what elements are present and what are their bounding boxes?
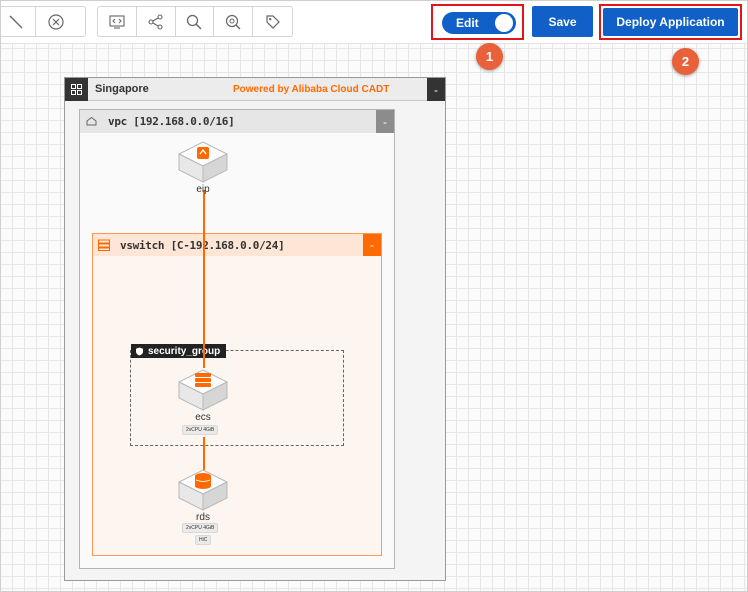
edit-toggle-label: Edit xyxy=(456,16,479,30)
security-group-label: security_group xyxy=(131,344,227,358)
close-circle-icon xyxy=(47,13,64,30)
rds-node-label: rds xyxy=(196,512,210,523)
rds-node[interactable] xyxy=(177,468,229,512)
shield-icon xyxy=(136,347,143,355)
security-group-title: security_group xyxy=(148,345,221,357)
grid-icon xyxy=(65,78,88,101)
delete-tool-button[interactable] xyxy=(36,7,75,36)
rds-mem-tag: 4GiB xyxy=(203,525,215,531)
rds-spec-tag: 2vCPU 4GiB xyxy=(182,523,219,533)
vpc-title: vpc [192.168.0.0/16] xyxy=(108,115,235,128)
vswitch-title: vswitch [C-192.168.0.0/24] xyxy=(120,239,285,252)
database-icon xyxy=(177,469,229,511)
line-icon xyxy=(9,15,23,28)
link-ecs-rds[interactable] xyxy=(203,437,205,471)
link-eip-ecs[interactable] xyxy=(203,190,205,368)
region-header: Singapore Powered by Alibaba Cloud CADT … xyxy=(65,78,445,101)
share-icon xyxy=(148,13,163,30)
switch-icon xyxy=(98,239,110,251)
region-collapse-button[interactable]: - xyxy=(427,78,445,101)
share-tool-button[interactable] xyxy=(137,7,176,36)
rds-extra-tag: HiC xyxy=(195,535,212,545)
vswitch-collapse-button[interactable]: - xyxy=(363,234,381,256)
code-icon xyxy=(109,14,125,29)
tag-search-icon xyxy=(226,14,241,29)
eip-node-label: eip xyxy=(196,184,210,195)
toolbar: Edit Save Deploy Application xyxy=(0,0,748,44)
step-badge-2: 2 xyxy=(672,48,699,75)
search-icon xyxy=(187,14,202,29)
tag-search-tool-button[interactable] xyxy=(214,7,254,36)
vswitch-header: vswitch [C-192.168.0.0/24] - xyxy=(93,234,381,256)
ecs-spec-tag: 2vCPU 4GiB xyxy=(182,425,219,435)
ecs-cpu-tag: 2vCPU xyxy=(186,427,202,433)
powered-by-label: Powered by Alibaba Cloud CADT xyxy=(233,84,390,95)
rds-cpu-tag: 2vCPU xyxy=(186,525,202,531)
code-tool-button[interactable] xyxy=(98,7,137,36)
deploy-application-button[interactable]: Deploy Application xyxy=(603,8,738,36)
vswitch-container[interactable]: vswitch [C-192.168.0.0/24] - xyxy=(92,233,382,556)
vpc-header: vpc [192.168.0.0/16] - xyxy=(80,110,394,133)
tag-tool-button[interactable] xyxy=(253,7,292,36)
eip-node-icon xyxy=(177,141,229,183)
search-tool-button[interactable] xyxy=(176,7,215,36)
vpc-collapse-button[interactable]: - xyxy=(376,110,394,133)
tool-group-draw xyxy=(0,6,86,37)
tool-group-actions xyxy=(97,6,293,37)
server-icon xyxy=(177,369,229,411)
ecs-node[interactable] xyxy=(177,368,229,412)
step-badge-1: 1 xyxy=(476,43,503,70)
cloud-icon xyxy=(84,114,99,129)
region-title: Singapore xyxy=(95,83,149,95)
ecs-node-label: ecs xyxy=(195,412,211,423)
edit-toggle[interactable]: Edit xyxy=(442,12,516,34)
edit-toggle-highlight: Edit xyxy=(431,4,524,40)
security-group-container[interactable]: security_group xyxy=(130,344,344,446)
line-tool-button[interactable] xyxy=(0,7,36,36)
eip-node[interactable] xyxy=(177,140,229,184)
ecs-mem-tag: 4GiB xyxy=(203,427,215,433)
deploy-button-highlight: Deploy Application xyxy=(599,4,742,40)
save-button[interactable]: Save xyxy=(532,6,593,37)
toggle-knob xyxy=(495,14,513,32)
tag-icon xyxy=(265,14,280,29)
